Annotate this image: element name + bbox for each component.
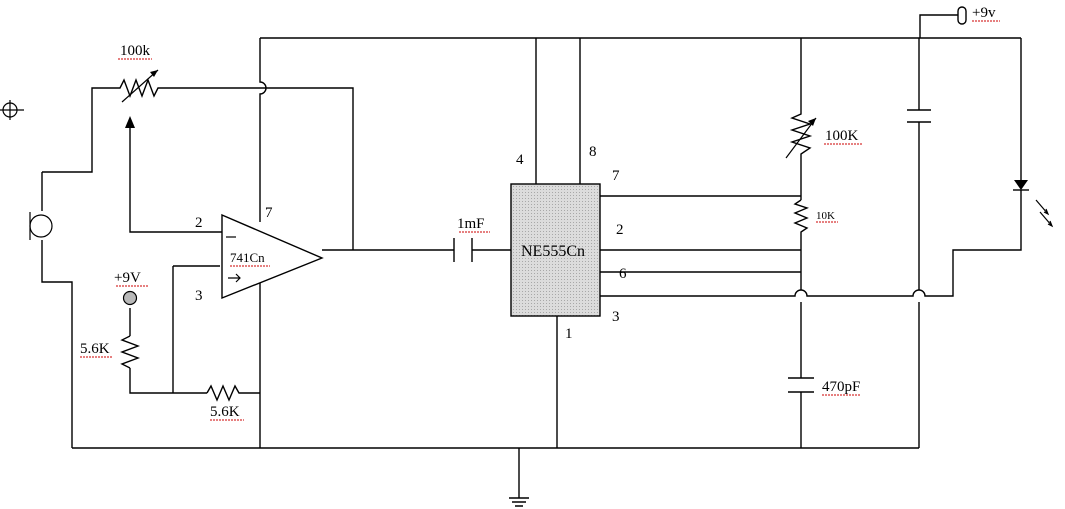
potentiometer-100k xyxy=(112,69,166,128)
opamp-part-label: 741Cn xyxy=(230,250,265,265)
timer-pin-6-label: 6 xyxy=(619,266,627,282)
ground-icon xyxy=(509,497,529,507)
ne555-part-label: NE555Cn xyxy=(521,243,585,260)
supply-label: +9v xyxy=(972,5,996,21)
pot-100k-label: 100k xyxy=(120,43,151,59)
resistor-5k6-horizontal xyxy=(206,384,243,402)
capacitor-decoupling xyxy=(907,109,931,123)
coupling-cap-label: 1mF xyxy=(457,216,485,232)
timer-pin-3-label: 3 xyxy=(612,309,620,325)
timing-cap-label: 470pF xyxy=(822,379,860,395)
capacitor-1mf xyxy=(453,238,473,262)
led-icon xyxy=(1013,180,1054,228)
potentiometer-100k-timer xyxy=(785,108,817,160)
resistor-5k6-bottom-label: 5.6K xyxy=(210,404,240,420)
resistor-5k6-vertical xyxy=(120,335,140,369)
timer-pin-8-label: 8 xyxy=(589,144,597,160)
ne555-timer-chip xyxy=(510,183,601,317)
capacitor-470pf xyxy=(788,377,814,393)
opamp-pin-2-label: 2 xyxy=(195,215,203,231)
opamp-741 xyxy=(221,213,324,300)
supply-terminal-icon xyxy=(957,6,967,25)
opamp-pin-3-label: 3 xyxy=(195,288,203,304)
timer-pin-4-label: 4 xyxy=(516,152,524,168)
opamp-pin-7-label: 7 xyxy=(265,205,273,221)
resistor-10k-label: 10K xyxy=(816,210,835,222)
resistor-10k xyxy=(793,199,809,236)
timer-pin-7-label: 7 xyxy=(612,168,620,184)
timer-pin-1-label: 1 xyxy=(565,326,573,342)
opamp-supply-label: +9V xyxy=(114,270,141,286)
microphone-icon xyxy=(29,212,53,240)
signal-connector-icon xyxy=(0,100,24,120)
wiring xyxy=(41,14,1022,498)
supply-node-icon xyxy=(122,290,138,306)
timer-pin-2-label: 2 xyxy=(616,222,624,238)
spellcheck-squiggles xyxy=(80,20,1000,421)
resistor-5k6-top-label: 5.6K xyxy=(80,341,110,357)
pot-timer-label: 100K xyxy=(825,128,859,144)
